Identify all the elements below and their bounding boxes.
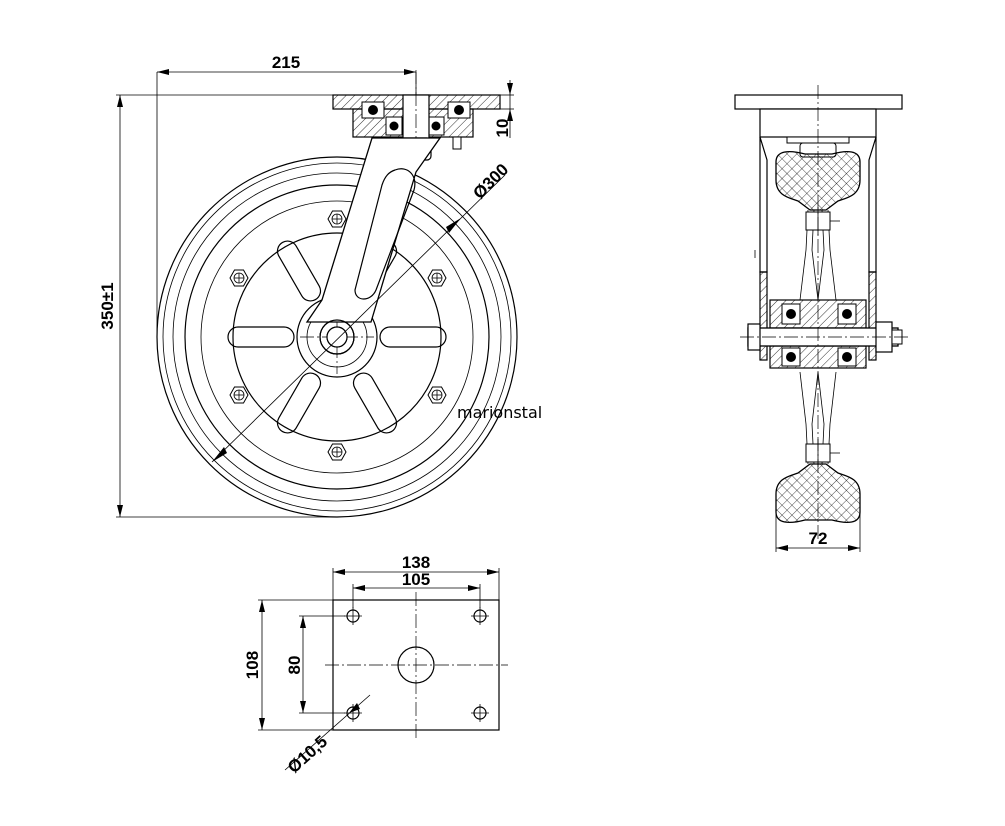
- hole-diameter-label: Ø10,5: [284, 732, 331, 777]
- wheel-diameter-label: Ø300: [469, 160, 512, 203]
- rim-web-bottom: [799, 371, 837, 465]
- height-label: 350±1: [98, 282, 117, 329]
- offset-label: 215: [272, 53, 300, 72]
- bearing-lower-left: [385, 116, 403, 136]
- disc-bolts: [229, 210, 447, 461]
- fork-leg-right: [868, 136, 877, 273]
- plate-mounting-holes: [344, 607, 489, 722]
- rim-outer: [184, 184, 490, 490]
- fork-arm-slot: [354, 168, 416, 300]
- hole-spacing-y-label: 80: [285, 656, 304, 675]
- hub-disc: [232, 232, 442, 442]
- plate-thickness-label: 10: [493, 119, 512, 138]
- wheel-width-label: 72: [809, 529, 828, 548]
- rim-web-top: [799, 209, 837, 301]
- hole-spacing-x-label: 105: [402, 570, 430, 589]
- side-mounting-plate: [734, 94, 903, 110]
- brand-watermark: marionstal: [457, 403, 542, 422]
- bearing-lower-right: [427, 116, 445, 136]
- plate-width-label: 108: [243, 651, 262, 679]
- bearing-left: [361, 101, 385, 119]
- plate-length-label: 138: [402, 553, 430, 572]
- grease-nipple: [452, 136, 462, 150]
- front-view: Ø300 215 350±1 10 marionstal: [98, 53, 542, 518]
- plate-view: 138 105 108 80 Ø10,5: [243, 553, 508, 777]
- fork-arm: [305, 137, 442, 323]
- fork-leg-left: [759, 136, 768, 273]
- side-view: 72: [734, 85, 910, 552]
- bearing-right: [447, 101, 471, 119]
- disc-slots: [227, 240, 447, 434]
